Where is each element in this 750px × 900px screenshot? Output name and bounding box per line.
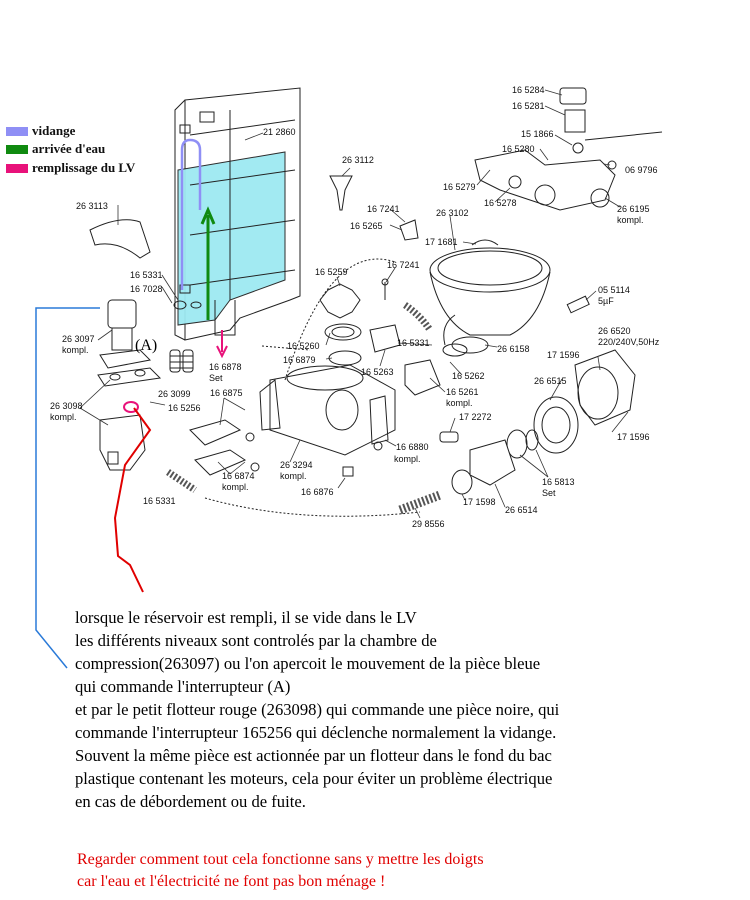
part-label: 26 3097 xyxy=(62,334,95,344)
part-label: 16 5260 xyxy=(287,341,320,351)
part-label: 26 3112 xyxy=(342,155,374,165)
part-label: 16 7028 xyxy=(130,284,163,294)
warning-line: car l'eau et l'électricité ne font pas b… xyxy=(77,873,386,890)
part-label: 17 1596 xyxy=(617,432,650,442)
red-float-263098 xyxy=(123,401,139,413)
part-label: 16 5261 xyxy=(446,387,479,397)
part-label: 16 5265 xyxy=(350,221,383,231)
part-label: 16 5263 xyxy=(361,367,394,377)
part-label: 29 8556 xyxy=(412,519,445,529)
part-label: 16 6875 xyxy=(210,388,243,398)
legend-swatch-remplissage xyxy=(6,163,28,173)
explanation-line: compression(263097) ou l'on apercoit le … xyxy=(75,654,541,673)
part-label: Set xyxy=(542,488,556,498)
explanation-line: Souvent la même pièce est actionnée par … xyxy=(75,746,552,765)
part-label: 16 5278 xyxy=(484,198,517,208)
part-label: 16 6879 xyxy=(283,355,316,365)
legend-swatch-arrivee xyxy=(6,144,28,154)
part-label: 16 6880 xyxy=(396,442,429,452)
part-label: 16 7241 xyxy=(367,204,400,214)
part-label: kompl. xyxy=(617,215,644,225)
part-label: 26 6520 xyxy=(598,326,631,336)
part-label: kompl. xyxy=(222,482,249,492)
part-label: 17 1681 xyxy=(425,237,458,247)
part-label: 17 2272 xyxy=(459,412,492,422)
legend-swatch-vidange xyxy=(6,126,28,136)
part-label: kompl. xyxy=(446,398,473,408)
part-label: Set xyxy=(209,373,223,383)
explanation-line: les différents niveaux sont controlés pa… xyxy=(75,631,437,650)
part-label: 16 5280 xyxy=(502,144,535,154)
part-label: 17 1598 xyxy=(463,497,496,507)
blue-pointer-line xyxy=(35,307,100,669)
part-label: 16 5281 xyxy=(512,101,545,111)
part-label: 26 3102 xyxy=(436,208,469,218)
part-label: 220/240V,50Hz xyxy=(598,337,660,347)
legend-label: arrivée d'eau xyxy=(32,141,106,156)
switch-a-label: (A) xyxy=(135,337,158,354)
part-label: kompl. xyxy=(62,345,89,355)
part-label: 26 3294 xyxy=(280,460,313,470)
legend-label: vidange xyxy=(32,123,76,138)
part-label: 16 6874 xyxy=(222,471,255,481)
legend-item-remplissage: remplissage du LV xyxy=(6,160,135,176)
drain-path xyxy=(180,138,202,290)
part-label: 26 6515 xyxy=(534,376,567,386)
part-label: 16 5279 xyxy=(443,182,476,192)
legend-label: remplissage du LV xyxy=(32,160,136,175)
part-label: 16 7241 xyxy=(387,260,420,270)
part-label: 26 3099 xyxy=(158,389,191,399)
part-label: 16 5331 xyxy=(397,338,430,348)
part-label: 16 5256 xyxy=(168,403,201,413)
part-label: 16 5284 xyxy=(512,85,545,95)
water-tank-212860 xyxy=(174,87,301,341)
part-label: 26 6158 xyxy=(497,344,530,354)
safety-warning: Regarder comment tout cela fonctionne sa… xyxy=(77,849,484,893)
explanation-line: en cas de débordement ou de fuite. xyxy=(75,792,306,811)
part-label: kompl. xyxy=(280,471,307,481)
explanation-line: plastique contenant les moteurs, cela po… xyxy=(75,769,553,788)
legend-item-arrivee: arrivée d'eau xyxy=(6,141,105,157)
part-label: 5µF xyxy=(598,296,614,306)
explanation-line: lorsque le réservoir est rempli, il se v… xyxy=(75,608,417,627)
explanation-text: lorsque le réservoir est rempli, il se v… xyxy=(75,606,725,813)
part-label: kompl. xyxy=(394,454,421,464)
part-label: 26 6514 xyxy=(505,505,538,515)
part-label: 26 6195 xyxy=(617,204,650,214)
part-label: 17 1596 xyxy=(547,350,580,360)
part-label: 15 1866 xyxy=(521,129,554,139)
part-label: 16 6878 xyxy=(209,362,242,372)
part-label: 16 6876 xyxy=(301,487,334,497)
part-label: 16 5259 xyxy=(315,267,348,277)
warning-line: Regarder comment tout cela fonctionne sa… xyxy=(77,851,484,868)
part-label: kompl. xyxy=(50,412,77,422)
part-label: 26 3098 xyxy=(50,401,83,411)
part-label: 06 9796 xyxy=(625,165,658,175)
part-label: 05 5114 xyxy=(598,285,630,295)
red-pointer-line xyxy=(113,407,152,593)
part-label: 26 3113 xyxy=(76,201,108,211)
part-label: 16 5813 xyxy=(542,477,575,487)
explanation-line: commande l'interrupteur 165256 qui décle… xyxy=(75,723,557,742)
part-label: 16 5262 xyxy=(452,371,485,381)
part-label: 21 2860 xyxy=(263,127,296,137)
explanation-line: qui commande l'interrupteur (A) xyxy=(75,677,291,696)
explanation-line: et par le petit flotteur rouge (263098) … xyxy=(75,700,560,719)
part-label: 16 5331 xyxy=(143,496,176,506)
part-label: 16 5331 xyxy=(130,270,163,280)
legend-item-vidange: vidange xyxy=(6,123,75,139)
